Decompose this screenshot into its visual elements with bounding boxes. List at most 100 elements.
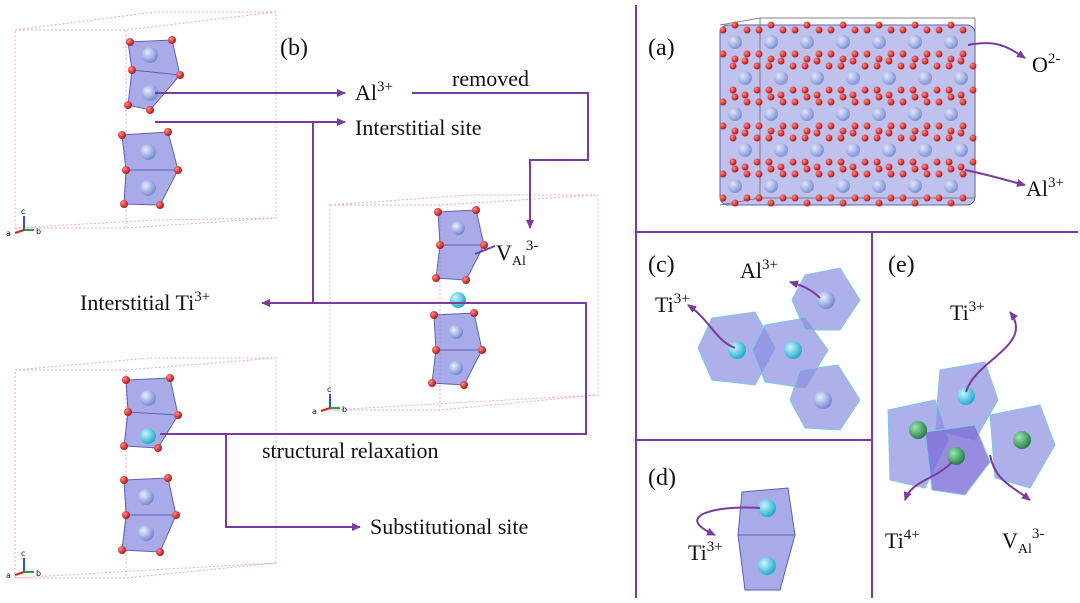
- oxygen-ion: [885, 57, 893, 65]
- oxygen-ion: [827, 170, 835, 178]
- oxygen-ion: [789, 158, 797, 166]
- oxygen-ion: [861, 62, 869, 70]
- oxygen-ion: [827, 194, 835, 202]
- oxygen-ion: [801, 86, 809, 94]
- al-ion: [764, 35, 778, 49]
- oxygen-ion: [957, 129, 965, 137]
- al-ion: [764, 179, 778, 193]
- oxygen-ion: [873, 86, 881, 94]
- al-ion: [728, 107, 742, 121]
- axis-c-label: c: [327, 385, 331, 394]
- oxygen-ion: [863, 194, 871, 202]
- oxygen-ion: [875, 127, 883, 135]
- oxygen-ion: [863, 170, 871, 178]
- oxygen-ion: [813, 57, 821, 65]
- oxygen-ion: [923, 50, 931, 58]
- panel-dividers: [635, 5, 1078, 598]
- oxygen-ion: [815, 98, 823, 106]
- oxygen-ion: [731, 127, 739, 135]
- interstitial-ti-label: Interstitial Ti3+: [80, 289, 210, 315]
- oxygen-ion: [969, 62, 977, 70]
- oxygen-ion: [839, 165, 847, 173]
- oxygen-ion: [839, 93, 847, 101]
- oxygen-ion: [911, 21, 919, 29]
- oxygen-ion: [815, 50, 823, 58]
- oxygen-ion: [849, 57, 857, 65]
- oxygen-ion: [849, 91, 857, 99]
- axis-gizmo-middle: c b a: [312, 385, 347, 416]
- oxygen-ion: [719, 26, 727, 34]
- oxygen-ion: [911, 199, 919, 207]
- arrows-d: [696, 506, 761, 536]
- oxygen-ion: [755, 98, 763, 106]
- oxygen-ion: [875, 55, 883, 63]
- oxygen-ion: [825, 62, 833, 70]
- oxygen-ion: [719, 170, 727, 178]
- cell-box-middle: [329, 194, 599, 411]
- oxygen-ion: [765, 158, 773, 166]
- oxygen-ion: [803, 127, 811, 135]
- oxygen-ion: [875, 21, 883, 29]
- oxygen-ion: [935, 50, 943, 58]
- oxygen-ion: [777, 91, 785, 99]
- oxygen-ion: [779, 26, 787, 34]
- oxygen-ion: [837, 134, 845, 142]
- al-ion: [846, 71, 860, 85]
- oxygen-ion: [765, 62, 773, 70]
- oxygen-ion: [837, 62, 845, 70]
- oxygen-ion: [957, 57, 965, 65]
- oxygen-ion: [791, 50, 799, 58]
- oxygen-ion: [825, 158, 833, 166]
- panel-a-label: (a): [648, 35, 675, 61]
- al-ion: [836, 35, 850, 49]
- al3-label-a: Al3+: [1026, 175, 1064, 201]
- oxygen-ion: [767, 199, 775, 207]
- oxygen-ion: [897, 134, 905, 142]
- oxygen-ion: [863, 26, 871, 34]
- oxygen-ion: [899, 26, 907, 34]
- v-al-label-b: VAl3-: [496, 238, 538, 269]
- oxygen-ion: [885, 91, 893, 99]
- oxygen-ion: [743, 194, 751, 202]
- oxygen-ion: [803, 199, 811, 207]
- oxygen-ion: [947, 55, 955, 63]
- oxygen-ion: [779, 98, 787, 106]
- arrows-c: [687, 280, 821, 349]
- oxygen-ion: [935, 26, 943, 34]
- al-ion: [728, 35, 742, 49]
- ti3-label-c: Ti3+: [655, 291, 690, 317]
- oxygen-ion: [777, 129, 785, 137]
- oxygen-ion: [899, 194, 907, 202]
- al-ion: [908, 35, 922, 49]
- oxygen-ion: [767, 127, 775, 135]
- oxygen-ion: [803, 165, 811, 173]
- oxygen-ion: [731, 55, 739, 63]
- oxygen-ion: [743, 122, 751, 130]
- oxygen-ion: [875, 199, 883, 207]
- al3-label-c: Al3+: [740, 257, 778, 283]
- oxygen-ion: [743, 50, 751, 58]
- oxygen-ion: [933, 62, 941, 70]
- oxygen-ion: [947, 127, 955, 135]
- oxygen-ion: [741, 163, 749, 171]
- oxygen-ion: [719, 194, 727, 202]
- axis-a-label: a: [6, 571, 11, 580]
- oxygen-ion: [861, 134, 869, 142]
- oxygen-ion: [779, 194, 787, 202]
- oxygen-ion: [755, 122, 763, 130]
- oxygen-ion: [851, 170, 859, 178]
- oxygen-ion: [899, 98, 907, 106]
- axis-gizmo-top: c b a: [6, 207, 41, 238]
- oxygen-ion: [803, 55, 811, 63]
- oxygen-ion: [767, 21, 775, 29]
- oxygen-ion: [947, 165, 955, 173]
- oxygen-ion: [921, 163, 929, 171]
- oxygen-ion: [789, 134, 797, 142]
- oxygen-ion: [777, 163, 785, 171]
- oxygen-ion: [741, 91, 749, 99]
- oxygen-ion: [897, 86, 905, 94]
- axis-a-label: a: [312, 407, 317, 416]
- oxygen-ion: [765, 86, 773, 94]
- axis-b-label: b: [36, 227, 41, 236]
